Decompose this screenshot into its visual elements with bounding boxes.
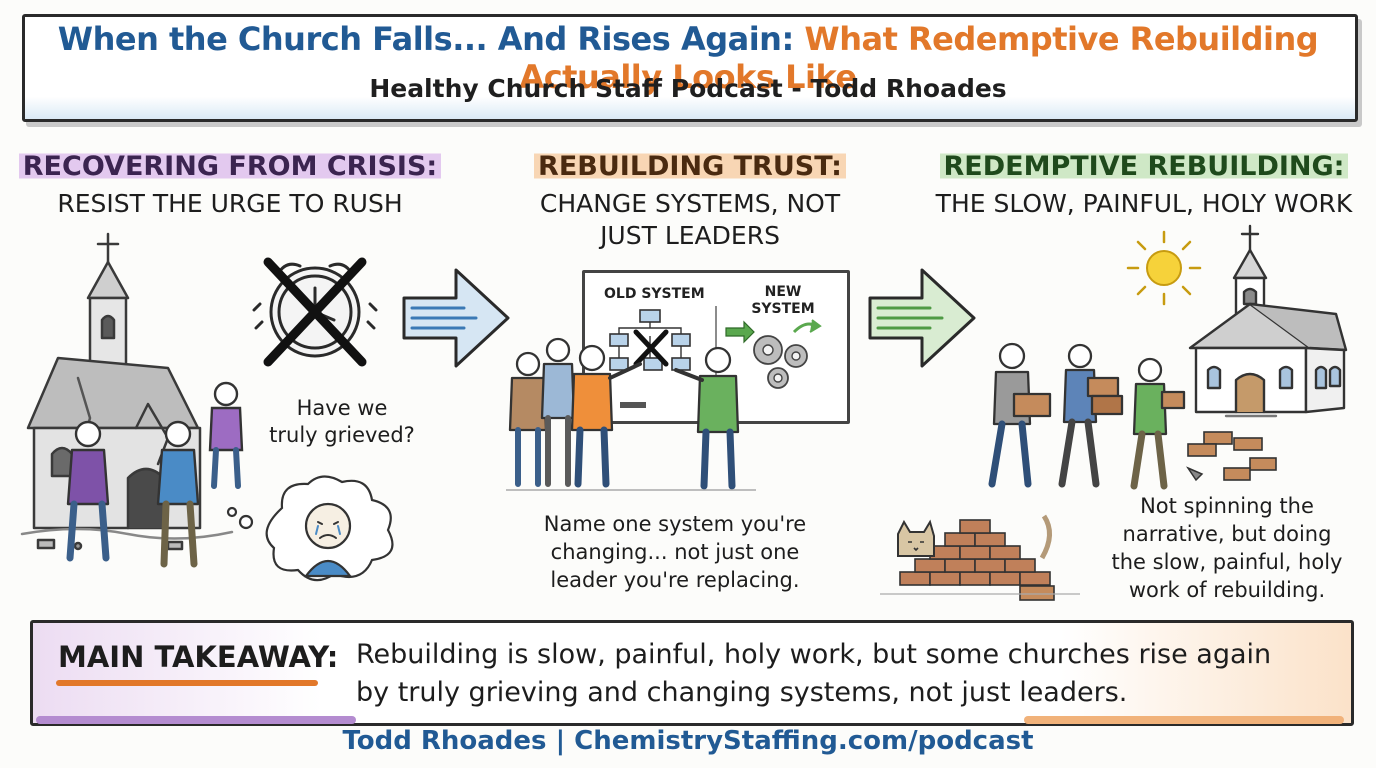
thought-bubble-crying-face <box>226 475 394 582</box>
takeaway-underline <box>56 680 318 686</box>
takeaway-text: Rebuilding is slow, painful, holy work, … <box>356 639 1272 708</box>
purple-accent-bar <box>36 716 356 724</box>
new-system-label: NEW SYSTEM <box>751 284 815 317</box>
page-subtitle: Healthy Church Staff Podcast - Todd Rhoa… <box>369 74 1007 103</box>
system-diagram <box>609 306 822 408</box>
arrow-right-green-icon <box>868 268 976 368</box>
panel-3-heading: REDEMPTIVE REBUILDING: <box>924 150 1364 184</box>
page-title: When the Church Falls... And Rises Again… <box>0 20 1376 96</box>
panel-2-caption: Name one system you're changing... not j… <box>543 512 807 592</box>
footer-credit: Todd Rhoades | ChemistryStaffing.com/pod… <box>342 726 1034 756</box>
old-system-label: OLD SYSTEM <box>604 286 705 302</box>
team-at-whiteboard-illustration <box>506 337 756 491</box>
panel-2-heading: REBUILDING TRUST: <box>470 150 910 184</box>
arrow-right-blue-icon <box>402 268 510 368</box>
sun-icon <box>1126 230 1202 306</box>
panel-3-caption: Not spinning the narrative, but doing th… <box>1111 494 1343 602</box>
takeaway-label: MAIN TAKEAWAY: <box>58 640 339 674</box>
brick-pile-with-cat-illustration <box>880 514 1080 601</box>
workers-carrying-bricks-illustration <box>988 342 1186 490</box>
panel-1-heading: RECOVERING FROM CRISIS: <box>10 150 450 184</box>
title-part-2: What Redemptive Rebuilding Actually Look… <box>519 20 1319 96</box>
alarm-clock-crossed-icon <box>252 257 378 367</box>
panel-1-subheading: RESIST THE URGE TO RUSH <box>57 189 403 218</box>
takeaway-box <box>30 620 1354 726</box>
header-banner <box>22 14 1358 122</box>
ruined-church-illustration <box>20 232 234 568</box>
title-part-1: When the Church Falls... And Rises Again… <box>57 20 794 58</box>
orange-accent-bar <box>1024 716 1344 724</box>
panel-3-subheading: THE SLOW, PAINFUL, HOLY WORK <box>935 189 1353 218</box>
restored-church-illustration <box>1188 224 1348 418</box>
person-purple-illustration <box>208 381 244 489</box>
loose-bricks-illustration <box>1185 431 1277 482</box>
grief-question: Have we truly grieved? <box>269 396 415 447</box>
panel-2-subheading: CHANGE SYSTEMS, NOT JUST LEADERS <box>539 189 841 250</box>
